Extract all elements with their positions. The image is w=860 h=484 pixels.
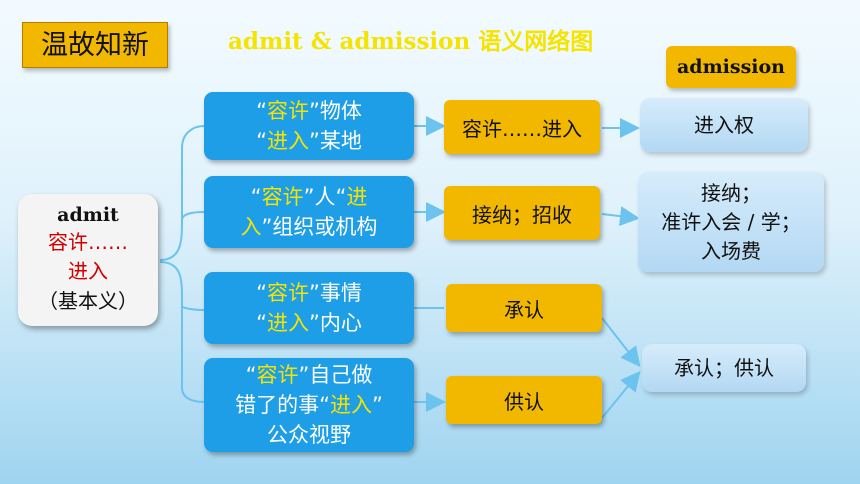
result-line: 承认；供认 <box>674 355 774 380</box>
sense-box-object: “容许”物体 “进入”某地 <box>204 92 414 160</box>
sense-line: 入”组织或机构 <box>240 215 378 239</box>
sense-line: “进入”内心 <box>256 311 362 335</box>
root-bracket-line <box>159 125 205 261</box>
result-box-acknowledgement: 承认；供认 <box>642 344 806 392</box>
root-word: admit <box>57 204 119 226</box>
sense-line: “进入”某地 <box>256 129 362 153</box>
root-meaning-2: 进入 <box>68 259 108 283</box>
root-note: （基本义） <box>38 289 138 313</box>
page-title: admit & admission 语义网络图 <box>228 28 594 55</box>
meaning-box-acknowledge: 承认 <box>446 284 602 332</box>
sense-line: “容许”自己做 <box>245 363 373 387</box>
warm-up-tag: 温故知新 <box>22 22 168 68</box>
sense-box-person: “容许”人“进 入”组织或机构 <box>204 176 414 248</box>
result-line: 准许入会 / 学； <box>661 209 801 234</box>
result-box-right-of-entry: 进入权 <box>640 98 808 152</box>
sense-box-mistake: “容许”自己做 错了的事“进入” 公众视野 <box>204 358 414 452</box>
admission-label: admission <box>666 46 796 88</box>
sense-line: 公众视野 <box>267 423 351 447</box>
root-node-admit: admit 容许…… 进入 （基本义） <box>18 194 158 326</box>
result-line: 接纳； <box>701 180 761 205</box>
sense-line: “容许”事情 <box>256 281 362 305</box>
arrow-6 <box>601 206 640 227</box>
sense-line: “容许”物体 <box>256 99 362 123</box>
meaning-box-enter: 容许……进入 <box>444 100 600 154</box>
sense-box-matter: “容许”事情 “进入”内心 <box>204 272 414 344</box>
result-box-admission: 接纳； 准许入会 / 学； 入场费 <box>638 172 824 272</box>
result-line: 入场费 <box>701 238 761 263</box>
meaning-box-accept: 接纳；招收 <box>444 186 600 240</box>
result-line: 进入权 <box>694 112 754 137</box>
sense-line: “容许”人“进 <box>250 185 368 209</box>
root-meaning-1: 容许…… <box>48 230 128 254</box>
arrow-8 <box>601 370 641 419</box>
arrow-7 <box>601 317 641 368</box>
meaning-box-confess: 供认 <box>446 376 602 424</box>
sense-line: 错了的事“进入” <box>235 393 383 417</box>
